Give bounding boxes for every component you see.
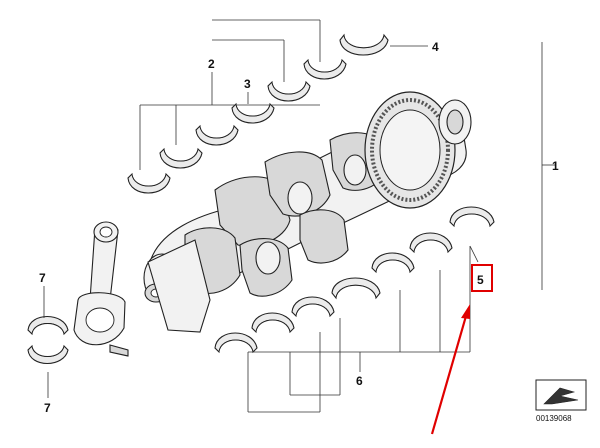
- callout-3: 3: [244, 77, 251, 91]
- reference-number: 00139068: [536, 414, 572, 423]
- callout-7-top: 7: [39, 271, 46, 285]
- callout-5-highlight-box: [471, 264, 493, 292]
- red-pointer-arrow: [430, 304, 470, 435]
- reference-icon: [535, 379, 587, 411]
- callout-2: 2: [208, 57, 215, 71]
- rod-bearing-shells: [27, 316, 69, 364]
- upper-main-bearing-shells: [127, 33, 389, 194]
- connecting-rod: [73, 221, 129, 357]
- callout-4: 4: [432, 40, 439, 54]
- callout-7-bottom: 7: [44, 401, 51, 415]
- callout-6: 6: [356, 374, 363, 388]
- callout-1: 1: [552, 159, 559, 173]
- lower-main-bearing-shells: [214, 206, 495, 354]
- callout-5: 5: [477, 273, 484, 287]
- crankshaft: [143, 91, 472, 333]
- leader-lines: [43, 19, 556, 413]
